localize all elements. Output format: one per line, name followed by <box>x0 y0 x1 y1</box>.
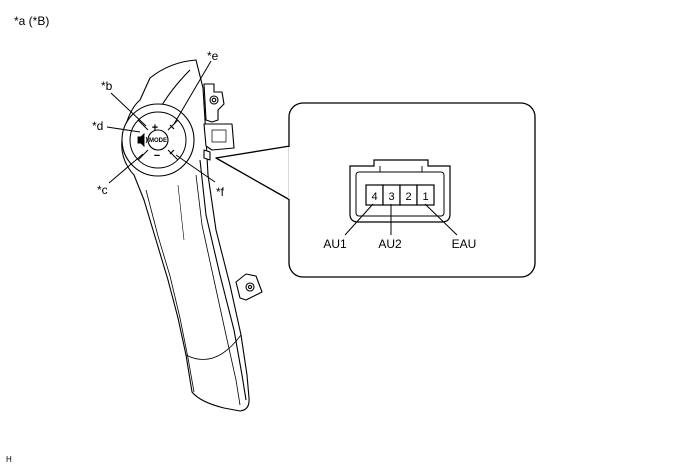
callout-d: *d <box>92 119 103 133</box>
illustration-code: H <box>6 455 12 464</box>
callout-c: *c <box>97 183 108 197</box>
mode-button-label: MODE <box>149 138 167 144</box>
four-way-switch <box>121 103 195 177</box>
callout-f: *f <box>216 185 225 199</box>
diagram-title: *a (*B) <box>14 14 49 28</box>
speaker-icon <box>137 132 148 148</box>
pin-number: 3 <box>388 191 394 203</box>
terminal-label-au1: AU1 <box>323 237 347 251</box>
volume-up-plus-symbol: + <box>152 122 158 134</box>
volume-down-minus-symbol: − <box>154 150 160 162</box>
terminal-label-au2: AU2 <box>378 237 402 251</box>
seek-down-mark <box>169 149 175 155</box>
seek-up-mark <box>169 124 175 130</box>
terminal-leaders <box>344 203 458 236</box>
pin-number: 4 <box>371 191 377 203</box>
connector-face <box>349 159 451 223</box>
terminal-label-eau: EAU <box>452 237 477 251</box>
pin-number: 2 <box>405 191 411 203</box>
callout-e: *e <box>207 49 219 63</box>
callout-b: *b <box>101 79 113 93</box>
pin-number: 1 <box>422 191 428 203</box>
callout-leaders <box>106 60 216 184</box>
